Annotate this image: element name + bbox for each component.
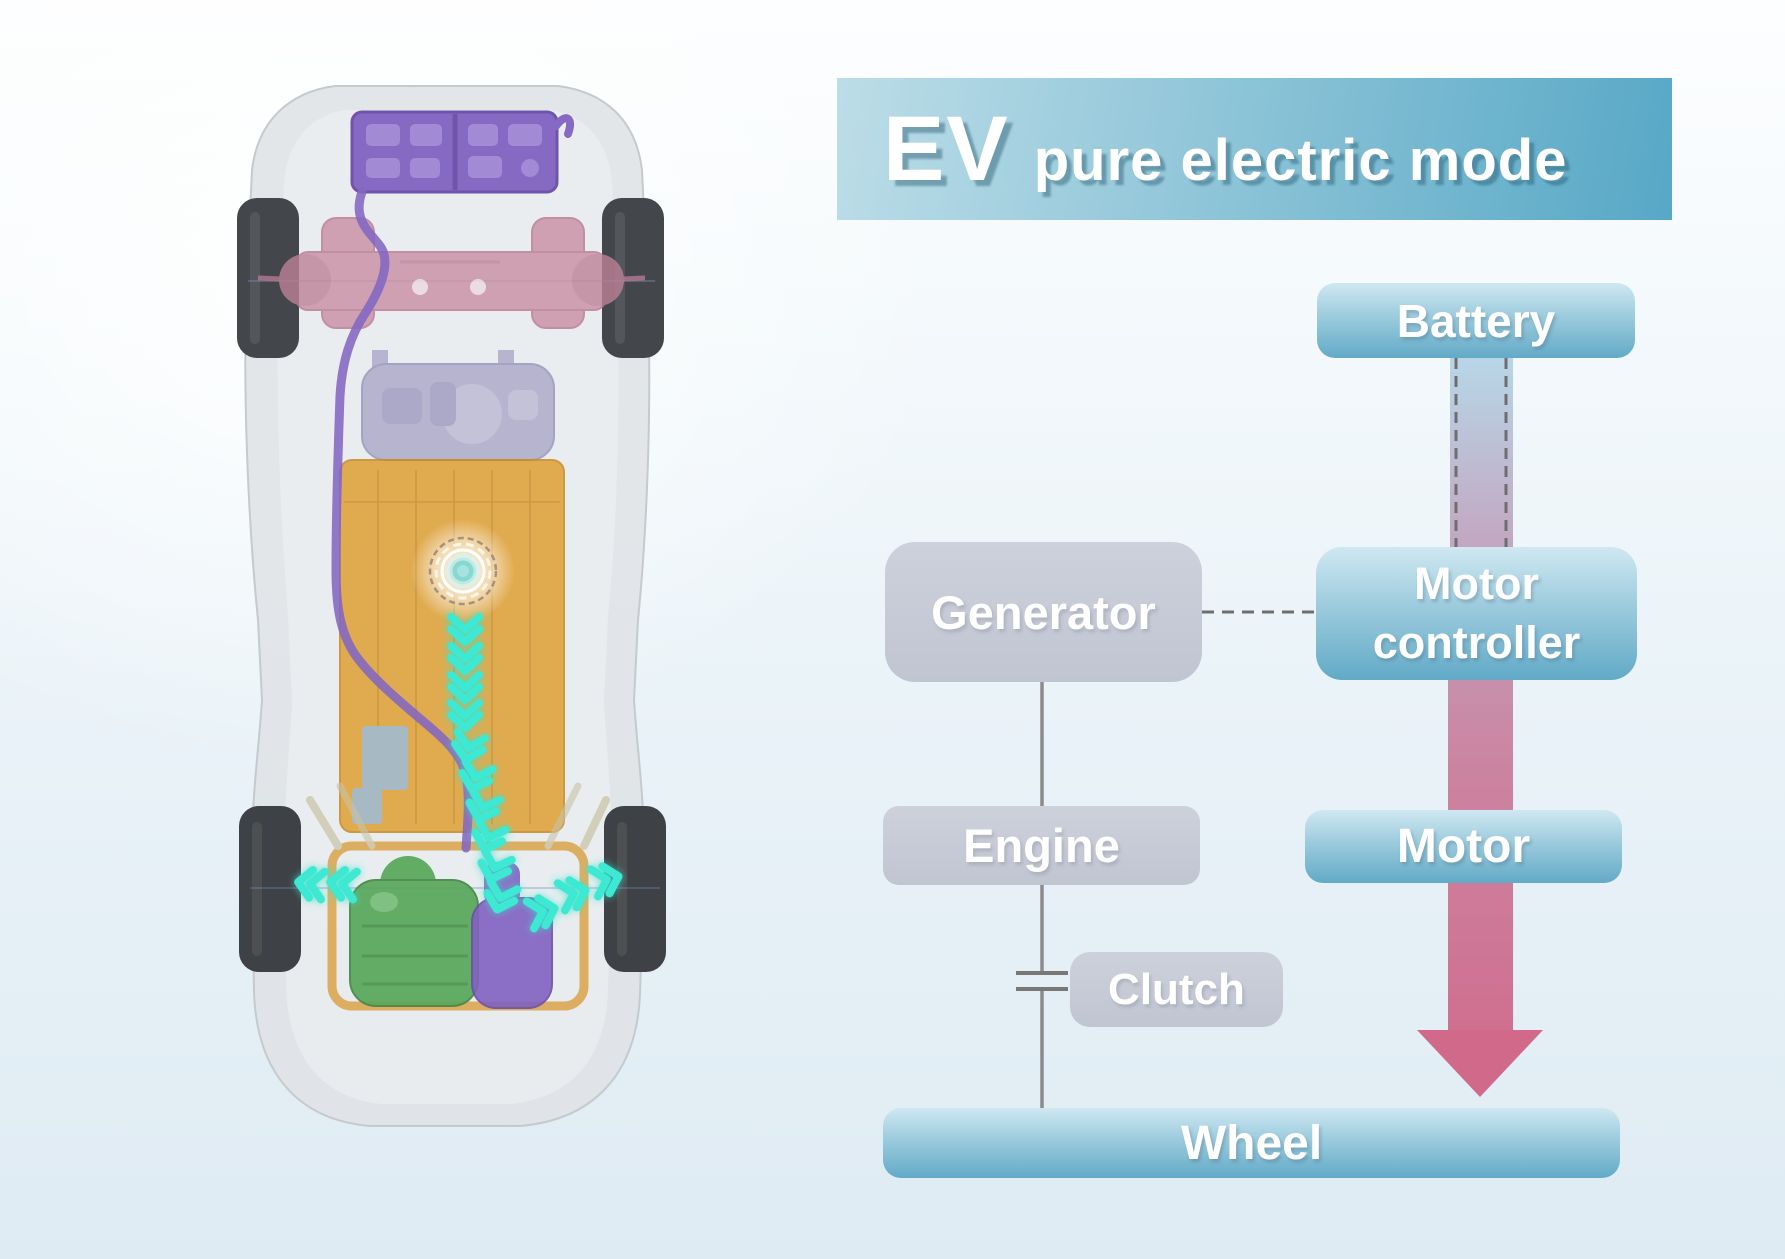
node-battery: Battery	[1317, 283, 1635, 358]
front-axle-assembly	[257, 217, 646, 329]
node-motor-controller-label: Motor controller	[1372, 558, 1581, 668]
fuel-tank	[361, 350, 555, 461]
node-wheel-label: Wheel	[1180, 1116, 1323, 1170]
node-clutch: Clutch	[1070, 952, 1283, 1027]
node-generator-label: Generator	[931, 585, 1156, 639]
front-battery-module	[350, 110, 575, 194]
node-motor-controller: Motor controller	[1316, 547, 1637, 680]
node-engine-label: Engine	[963, 819, 1120, 872]
charge-glow-icon	[411, 519, 515, 623]
hv-cable	[331, 187, 473, 853]
title-banner: EV pure electric mode	[837, 78, 1672, 220]
node-clutch-label: Clutch	[1108, 964, 1245, 1014]
node-engine: Engine	[883, 806, 1200, 885]
node-generator: Generator	[885, 542, 1202, 682]
engine-block	[349, 856, 479, 1007]
node-motor-label: Motor	[1396, 820, 1531, 873]
title-mode-text: pure electric mode	[1033, 127, 1568, 193]
node-battery-label: Battery	[1396, 294, 1556, 347]
node-motor: Motor	[1305, 810, 1622, 883]
battery-feed-band	[1450, 356, 1513, 548]
node-wheel: Wheel	[883, 1108, 1620, 1178]
clutch-symbol	[1016, 971, 1068, 991]
title-ev: EV	[883, 97, 1010, 200]
